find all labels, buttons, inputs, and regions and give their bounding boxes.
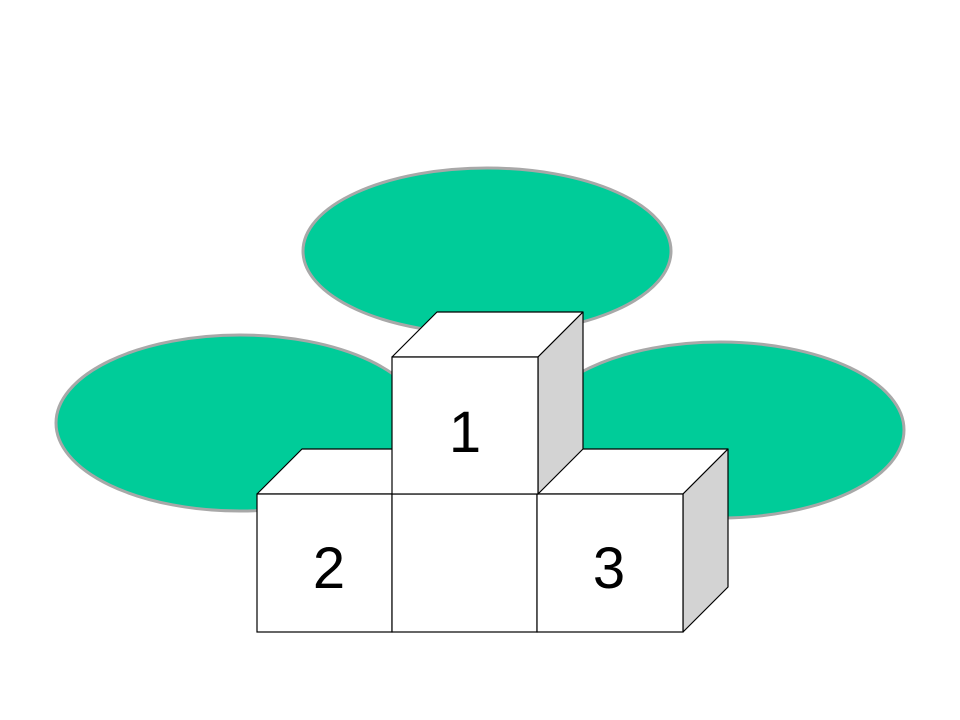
box-first-front [391, 356, 539, 495]
box-third-front [536, 493, 684, 633]
box-center-base-front [391, 493, 538, 633]
label-third: 3 [593, 536, 625, 601]
box-second-front [256, 493, 393, 633]
ellipse-top [301, 166, 673, 336]
label-second: 2 [313, 536, 345, 601]
label-first: 1 [449, 400, 481, 465]
